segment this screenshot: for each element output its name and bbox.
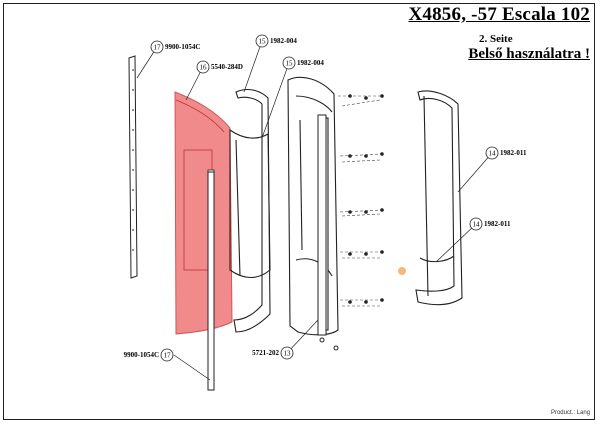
drawing-title: X4856, -57 Escala 102 — [408, 4, 590, 25]
callout-part-code: 9900-1054C — [124, 351, 159, 359]
callout-circle — [255, 34, 269, 48]
callout-part-code: 1982-011 — [484, 220, 511, 228]
callout-part-code: 5540-284D — [211, 63, 243, 71]
callout-part-code: 1982-011 — [500, 149, 527, 157]
drawing-subtitle: 2. Seite — [479, 33, 513, 45]
callout-number: 14 — [473, 221, 481, 229]
callout-circle — [196, 60, 210, 74]
screws — [348, 94, 384, 304]
callout-number: 13 — [284, 350, 292, 358]
internal-use-warning: Belső használatra ! — [468, 46, 590, 62]
drawing-frame — [3, 3, 595, 420]
callout-number: 15 — [286, 60, 294, 68]
callout-circle — [469, 217, 483, 231]
part-17-rod-bottom — [207, 171, 215, 391]
part-17-bar-top — [128, 55, 138, 279]
part-16-panel — [174, 91, 233, 335]
part-15-housing — [287, 76, 339, 336]
callout-number: 17 — [164, 352, 172, 360]
callout-part-code: 9900-1054C — [165, 43, 200, 51]
callout-number: 15 — [259, 38, 267, 46]
callout-circle — [282, 56, 296, 70]
callout-part-code: 1982-004 — [297, 59, 324, 67]
part-14-rail — [415, 90, 463, 306]
product-label: Product.: Lang — [550, 410, 590, 416]
part-15-frame-left — [229, 89, 271, 333]
callout-number: 16 — [200, 64, 208, 72]
callout-part-code: 1982-004 — [270, 37, 297, 45]
callout-circle — [280, 346, 294, 360]
part-13-post — [317, 114, 339, 351]
callout-circle — [150, 40, 164, 54]
callout-number: 14 — [489, 150, 497, 158]
callout-circle — [160, 348, 174, 362]
marker-dot — [398, 267, 406, 275]
callout-17-6: 17 9900-1054C — [124, 348, 174, 362]
callout-number: 17 — [154, 44, 162, 52]
callout-circle — [485, 146, 499, 160]
callout-part-code: 5721-202 — [252, 349, 279, 357]
fastener-lines — [338, 95, 383, 307]
callout-13-7: 13 5721-202 — [252, 346, 294, 360]
